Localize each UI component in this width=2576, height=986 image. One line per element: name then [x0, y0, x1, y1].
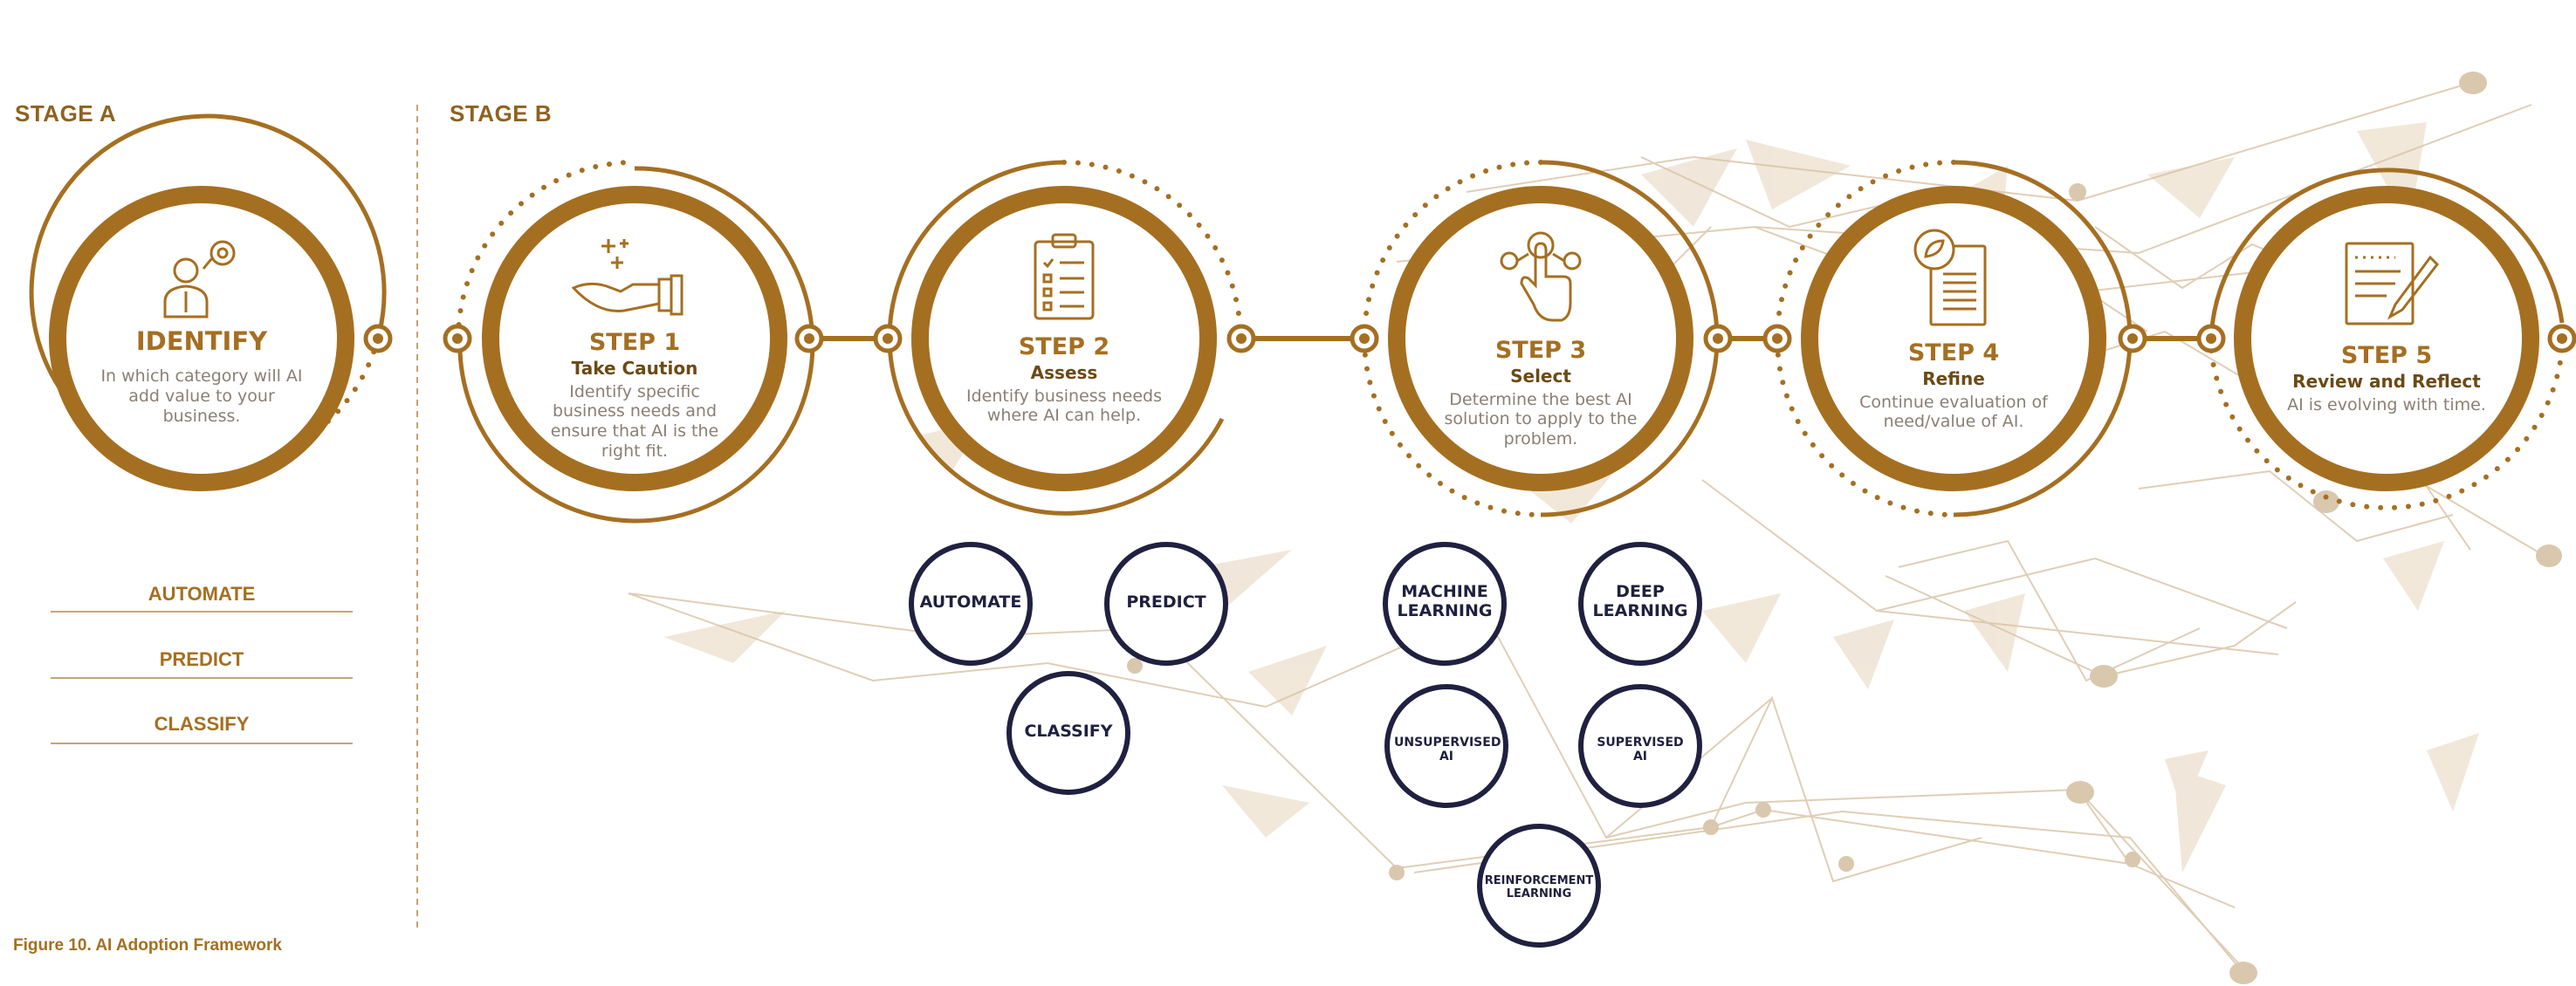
- step1-subtitle: Take Caution: [571, 357, 698, 379]
- document-pen-icon: [2345, 242, 2439, 325]
- list-divider: [51, 677, 353, 679]
- step4-text: STEP 4 Refine Continue evaluation of nee…: [1853, 340, 2054, 432]
- step2-description: Identify business needs where AI can hel…: [966, 386, 1162, 426]
- hand-plus-icon: [572, 239, 683, 316]
- step4-subtitle: Refine: [1922, 367, 1985, 389]
- step1-title: STEP 1: [588, 329, 681, 356]
- step2-circle: [876, 160, 1254, 516]
- step5-text: STEP 5 Review and Reflect AI is evolving…: [2277, 343, 2496, 414]
- touch-network-icon: [1500, 231, 1582, 322]
- step3-text: STEP 3 Select Determine the best AI solu…: [1440, 338, 1641, 449]
- step3-circle: [1352, 160, 1730, 517]
- list-divider: [51, 743, 353, 744]
- bubble-deep-learning: DEEP LEARNING: [1592, 582, 1688, 620]
- step3-subtitle: Select: [1510, 365, 1571, 387]
- clipboard-checklist-icon: [1034, 233, 1095, 320]
- bubble-reinforcement-learning: REINFORCEMENT LEARNING: [1484, 874, 1594, 900]
- step2-title: STEP 2: [1018, 333, 1110, 360]
- stage-a-list-predict: PREDICT: [159, 648, 244, 670]
- step5-circle: [2199, 168, 2574, 510]
- bubble-predict: PREDICT: [1126, 592, 1206, 612]
- step5-description: AI is evolving with time.: [2287, 394, 2486, 414]
- step1-description: Identify specific business needs and ens…: [550, 381, 719, 462]
- step4-circle: [1765, 160, 2145, 517]
- bubble-machine-learning: MACHINE LEARNING: [1397, 582, 1493, 620]
- step3-title: STEP 3: [1494, 337, 1587, 364]
- figure-caption: Figure 10. AI Adoption Framework: [13, 936, 282, 955]
- identify-text: IDENTIFY In which category will AI add v…: [97, 326, 306, 426]
- bubble-automate: AUTOMATE: [919, 592, 1022, 612]
- bubble-supervised-ai: SUPERVISED AI: [1597, 736, 1684, 764]
- person-gear-icon: [163, 240, 236, 318]
- identify-title: IDENTIFY: [135, 326, 268, 356]
- stage-b-label: STAGE B: [450, 100, 553, 127]
- step5-subtitle: Review and Reflect: [2292, 370, 2481, 392]
- document-leaf-icon: [1913, 229, 1987, 326]
- stage-a-list-automate: AUTOMATE: [148, 583, 256, 605]
- step2-subtitle: Assess: [1030, 361, 1098, 383]
- stage-a-label: STAGE A: [15, 100, 117, 127]
- step4-description: Continue evaluation of need/value of AI.: [1859, 392, 2048, 432]
- identify-circle: [29, 113, 390, 491]
- step3-description: Determine the best AI solution to apply …: [1444, 389, 1638, 449]
- bubble-classify: CLASSIFY: [1024, 722, 1113, 741]
- step2-text: STEP 2 Assess Identify business needs wh…: [964, 334, 1164, 426]
- step5-title: STEP 5: [2340, 342, 2433, 369]
- step1-text: STEP 1 Take Caution Identify specific bu…: [534, 330, 735, 462]
- step1-circle: [445, 160, 821, 524]
- bubble-unsupervised-ai: UNSUPERVISED AI: [1394, 736, 1501, 764]
- identify-description: In which category will AI add value to y…: [100, 366, 303, 426]
- stage-a-list-classify: CLASSIFY: [154, 713, 250, 735]
- list-divider: [51, 611, 353, 613]
- step4-title: STEP 4: [1907, 339, 2000, 366]
